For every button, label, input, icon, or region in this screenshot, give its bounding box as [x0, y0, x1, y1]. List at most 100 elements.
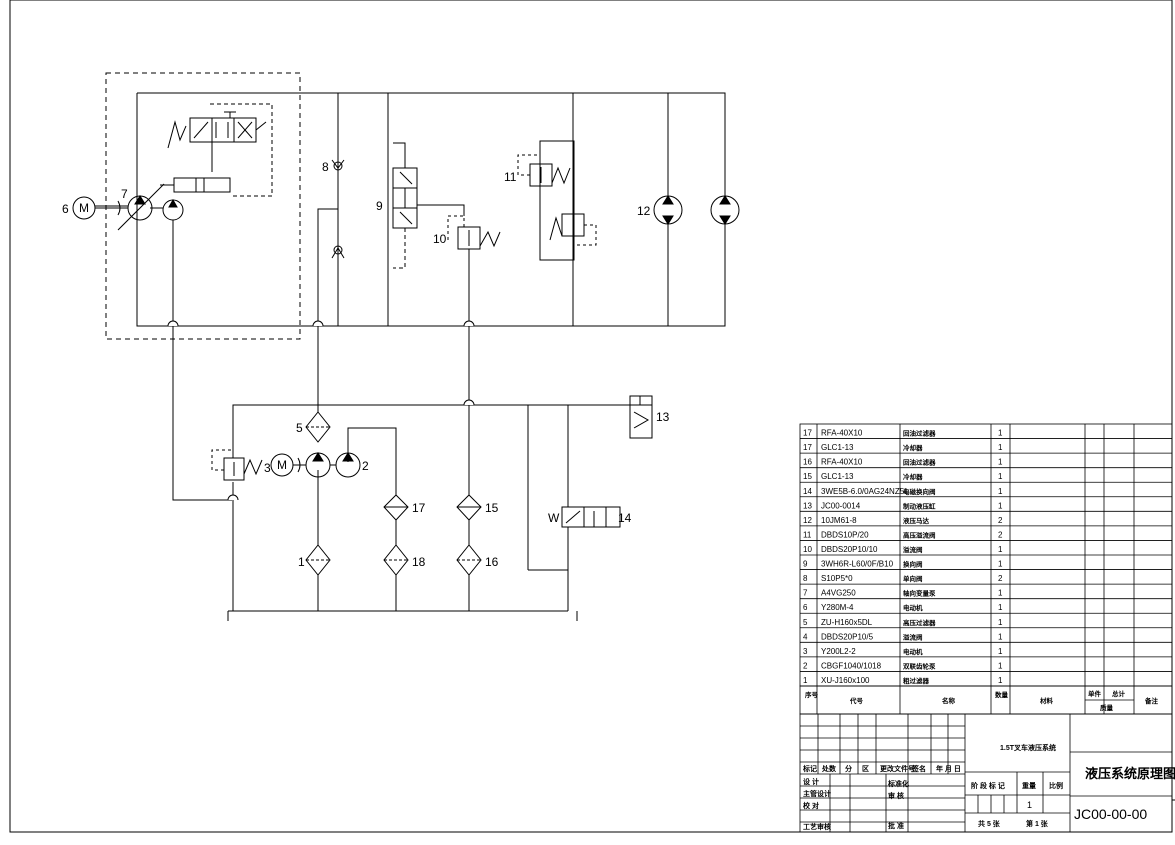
bom-header-material: 材料: [1039, 696, 1054, 705]
bom-header-name: 名称: [942, 696, 956, 705]
bom-cell-code: JC00-0014: [821, 501, 861, 510]
bom-cell-qty: 2: [998, 574, 1003, 583]
variable-pump-7: [117, 93, 184, 326]
cooler-17: [383, 494, 409, 521]
hydraulic-motor-12: [653, 93, 740, 326]
scale-label: 比例: [1049, 781, 1063, 790]
revision-label: 分: [845, 764, 852, 773]
servo-cylinder: [160, 177, 231, 193]
bom-cell-no: 11: [803, 530, 812, 539]
check-valve-8: [317, 93, 345, 326]
bom-cell-name: 轴向变量泵: [903, 589, 936, 598]
valve-14-spring-glyph: W: [548, 511, 560, 525]
bom-cell-qty: 1: [998, 472, 1003, 481]
bom-cell-code: DBDS20P10/10: [821, 545, 878, 554]
bom-cell-no: 17: [803, 443, 812, 452]
bom-cell-name: 换向阀: [903, 560, 923, 569]
electric-motor-3: [270, 453, 306, 477]
callout-10: 10: [433, 232, 447, 246]
bom-cell-no: 1: [803, 676, 808, 685]
role-label: 设 计: [803, 777, 819, 786]
bom-cell-code: S10P5*0: [821, 574, 853, 583]
sheet-border: [9, 0, 1173, 833]
bom-cell-code: CBGF1040/1018: [821, 661, 882, 670]
bom-cell-code: RFA-40X10: [821, 429, 863, 438]
bom-cell-name: 双联齿轮泵: [903, 661, 936, 670]
bom-cell-name: 溢流阀: [903, 632, 923, 641]
bom-cell-no: 7: [803, 589, 808, 598]
bom-cell-name: 回油过滤器: [903, 429, 936, 438]
revision-label: 标记: [802, 764, 817, 773]
callout-9: 9: [376, 199, 383, 213]
title-block-revisions: 标记处数分区更改文件号签名年 月 日设 计主管设计校 对工艺审核: [802, 764, 961, 831]
bom-header-weight: 质量: [1100, 703, 1114, 712]
bom-cell-qty: 1: [998, 676, 1003, 685]
electric-motor-6: [72, 196, 128, 220]
bom-cell-qty: 1: [998, 618, 1003, 627]
bom-cell-code: XU-J160x100: [821, 676, 870, 685]
bom-cell-code: Y200L2-2: [821, 647, 856, 656]
bom-cell-name: 冷却器: [903, 472, 923, 481]
gear-pump-2: [305, 452, 361, 478]
solenoid-valve-14: [528, 506, 621, 571]
bom-cell-name: 制动液压缸: [903, 501, 936, 510]
bom-cell-code: GLC1-13: [821, 472, 854, 481]
bom-cell-no: 4: [803, 632, 808, 641]
project-title: 1.5T叉车液压系统: [1000, 743, 1056, 752]
servo-valve: [167, 111, 267, 172]
bom-cell-qty: 1: [998, 603, 1003, 612]
quantity-value: 1: [1027, 800, 1032, 810]
pump-assembly-boundary: [105, 72, 301, 340]
lower-circuit-lines: [172, 326, 641, 621]
bom-cell-no: 13: [803, 501, 812, 510]
role-label: 主管设计: [803, 789, 831, 798]
bom-cell-qty: 1: [998, 429, 1003, 438]
callout-18: 18: [412, 555, 426, 569]
callout-labels: 3 2 5 6 7 8 9 10 11 12 13 14 15 16 17 18…: [62, 160, 670, 569]
bom-cell-code: DBDS20P10/5: [821, 632, 874, 641]
servo-control-boundary: [210, 103, 273, 197]
brake-cylinder-13: [629, 395, 653, 439]
bom-cell-qty: 1: [998, 560, 1003, 569]
motor-3-glyph: M: [277, 458, 287, 472]
bom-cell-qty: 1: [998, 632, 1003, 641]
callout-14: 14: [618, 511, 632, 525]
callout-15: 15: [485, 501, 499, 515]
callout-8: 8: [322, 160, 329, 174]
bom-cell-code: 10JM61-8: [821, 516, 857, 525]
callout-3: 3: [264, 461, 271, 475]
drawing-number: JC00-00-00: [1074, 806, 1147, 822]
revision-label: 年 月 日: [936, 764, 961, 773]
bom-cell-name: 电动机: [903, 647, 923, 656]
title-block-text: 1.5T叉车液压系统 液压系统原理图 JC00-00-00 阶 段 标 记 重量…: [887, 743, 1175, 830]
motor-6-glyph: M: [79, 201, 89, 215]
role-label: 校 对: [803, 801, 819, 810]
bom-cell-qty: 1: [998, 545, 1003, 554]
role-label: 工艺审核: [803, 822, 831, 831]
title-block: [799, 713, 1173, 833]
bom-cell-code: GLC1-13: [821, 443, 854, 452]
cooler-15: [456, 494, 482, 521]
bom-cell-qty: 1: [998, 487, 1003, 496]
filter-5: [305, 411, 331, 443]
callout-12: 12: [637, 204, 651, 218]
review-label: 审 核: [888, 791, 904, 800]
revision-label: 更改文件号: [880, 764, 915, 773]
callout-1: 1: [298, 555, 305, 569]
bom-cell-code: A4VG250: [821, 589, 856, 598]
bom-cell-no: 10: [803, 545, 812, 554]
bom-cell-code: ZU-H160x5DL: [821, 618, 873, 627]
callout-5: 5: [296, 421, 303, 435]
bom-cell-no: 17: [803, 429, 812, 438]
callout-7: 7: [121, 187, 128, 201]
bom-header-qty: 数量: [995, 690, 1009, 699]
bom-cell-name: 电磁换向阀: [903, 487, 936, 496]
bom-cell-code: 3WH6R-L60/0F/B10: [821, 560, 894, 569]
sheets-total: 共 5 张: [978, 819, 1001, 828]
relief-valves-11: [517, 93, 597, 326]
callout-2: 2: [362, 459, 369, 473]
bom-cell-no: 2: [803, 661, 808, 670]
